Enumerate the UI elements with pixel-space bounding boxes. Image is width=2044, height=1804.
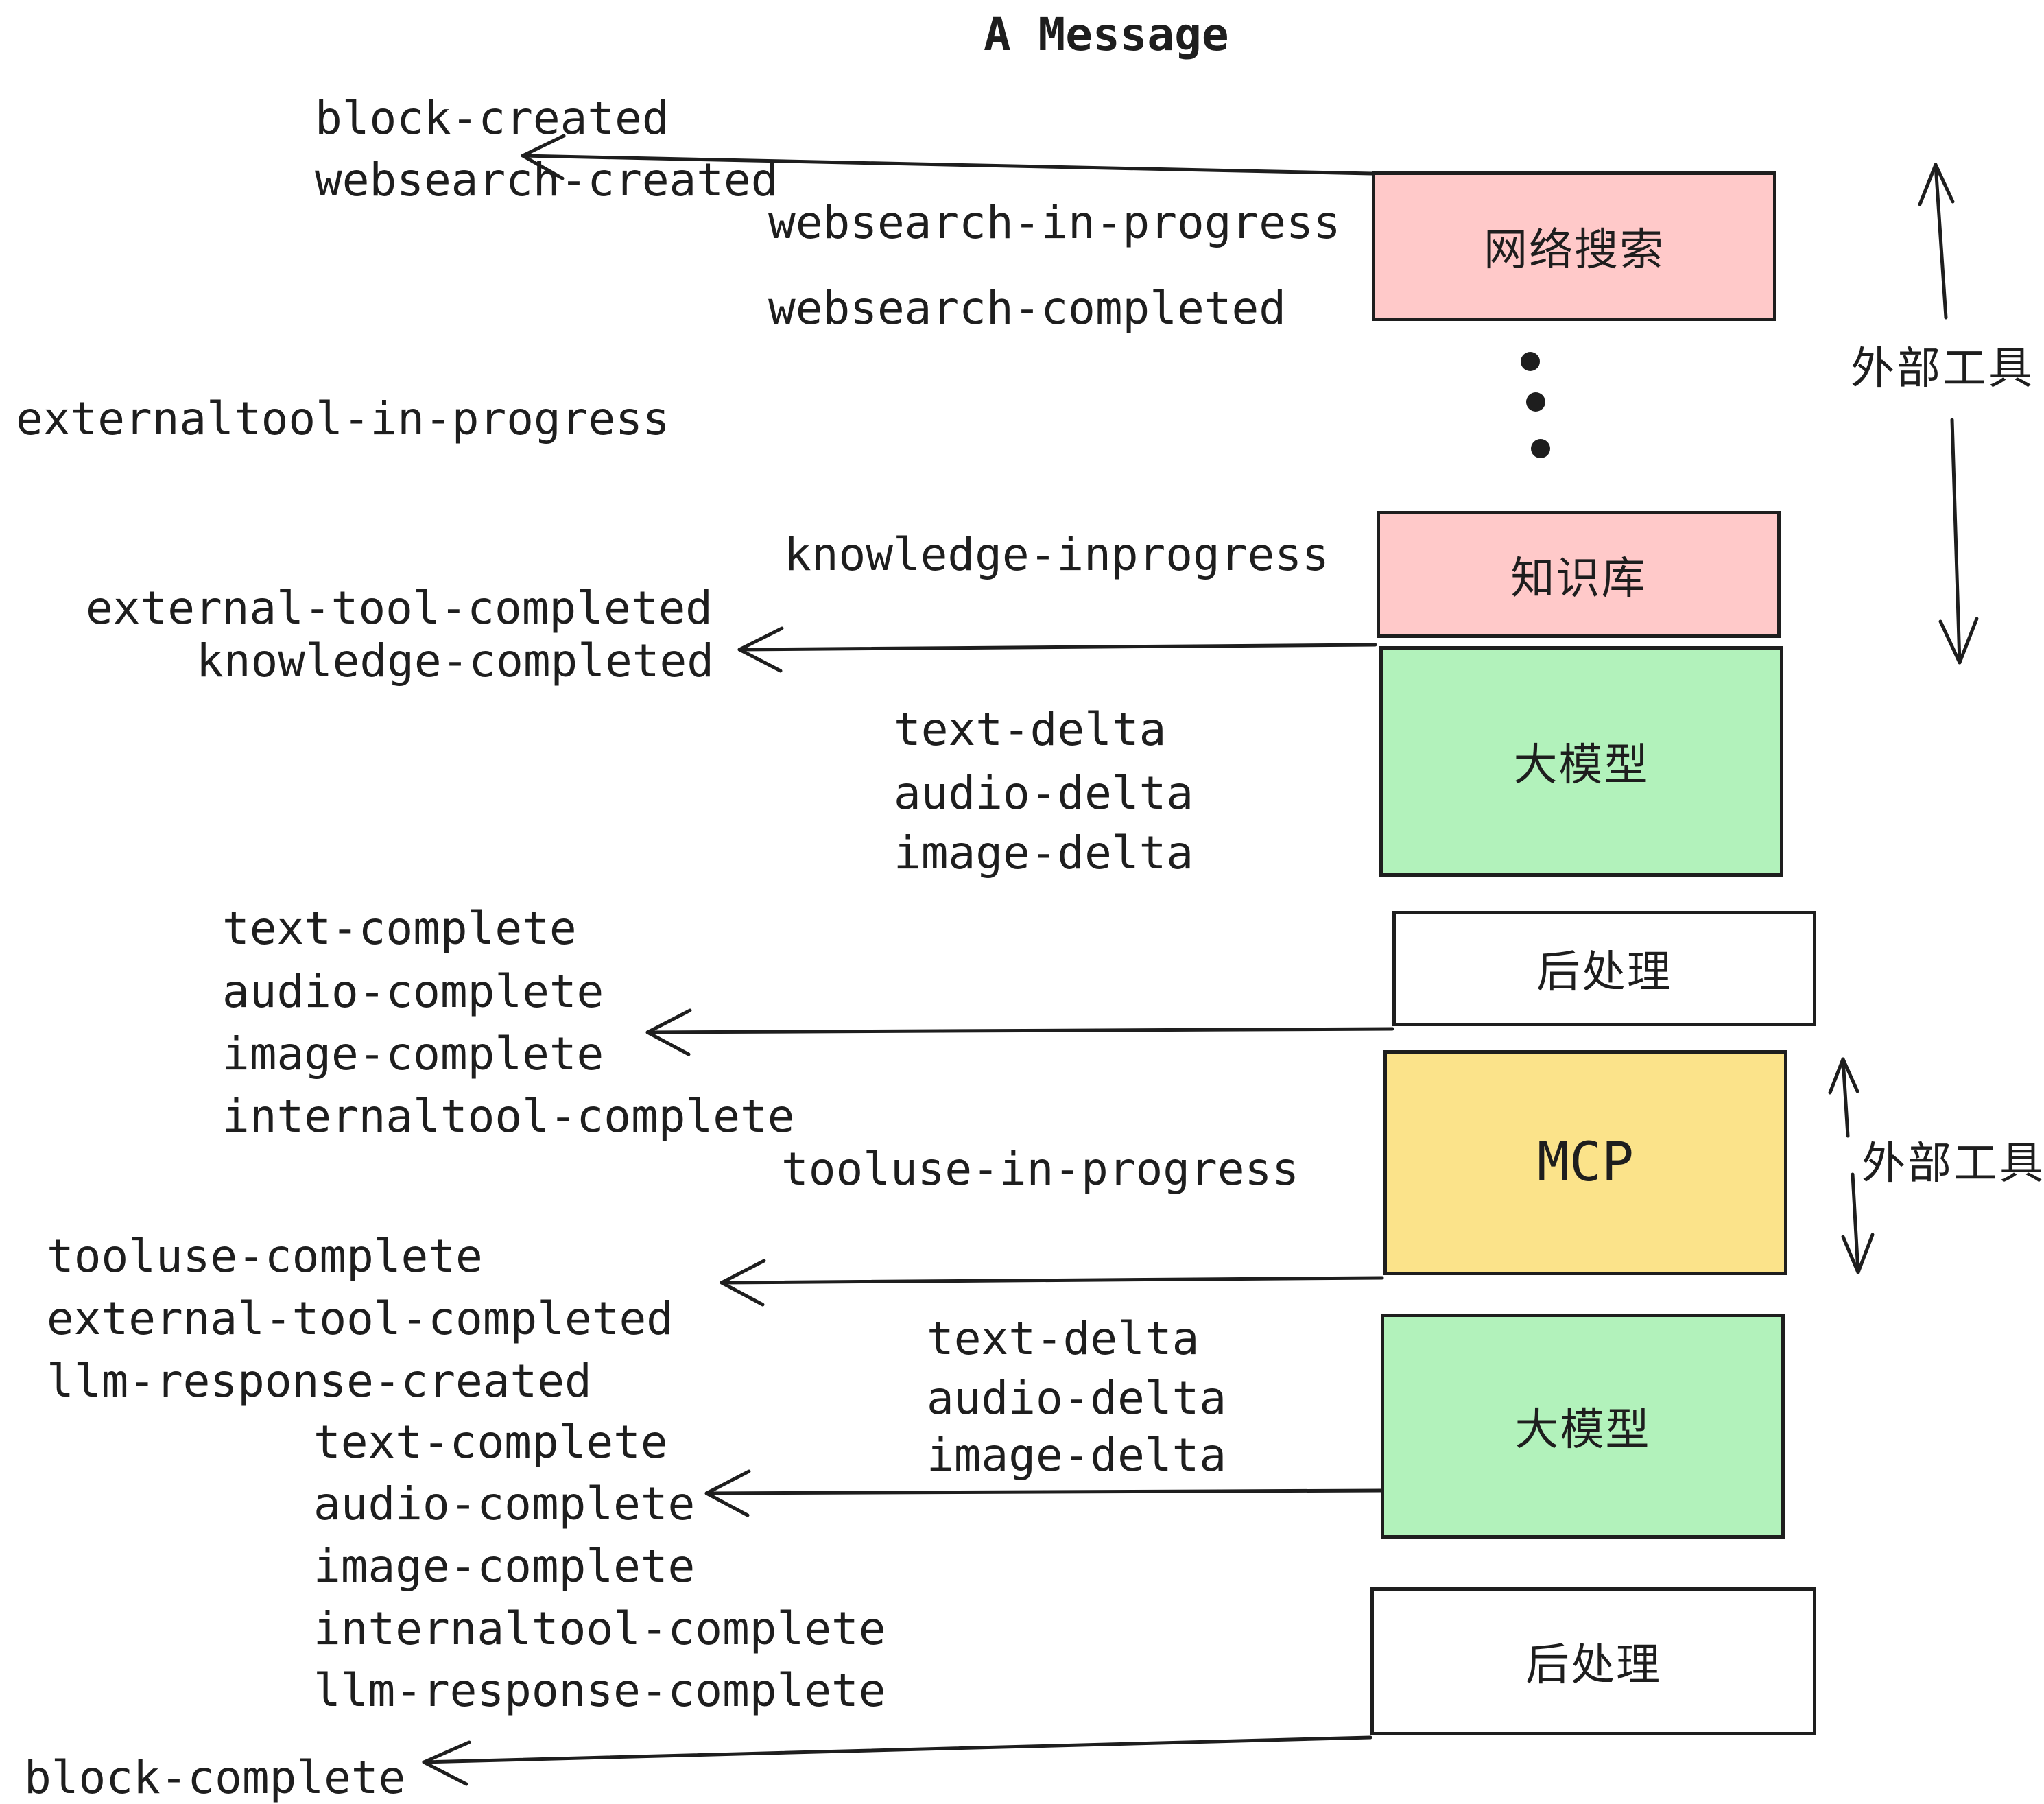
event-llm-response-complete: llm-response-complete <box>313 1664 886 1717</box>
box-llm-2: 大模型 <box>1381 1314 1785 1539</box>
event-tooluse-in-progress: tooluse-in-progress <box>781 1143 1299 1196</box>
arrow-mcp-to-tooluse-complete <box>720 1259 1384 1307</box>
event-text-delta-1: text-delta <box>894 703 1167 756</box>
event-image-delta-1: image-delta <box>894 827 1194 879</box>
diagram-title: A Message <box>984 8 1229 61</box>
event-websearch-completed: websearch-completed <box>768 282 1286 335</box>
box-postprocess-2: 后处理 <box>1370 1587 1816 1735</box>
external-tools-1-down-arrow <box>1938 418 1979 665</box>
event-internaltool-complete-1: internaltool-complete <box>222 1090 795 1143</box>
event-knowledge-inprogress: knowledge-inprogress <box>784 528 1329 581</box>
event-image-complete-2: image-complete <box>313 1540 696 1593</box>
event-image-delta-2: image-delta <box>927 1429 1227 1482</box>
event-block-complete: block-complete <box>24 1751 406 1804</box>
box-mcp: MCP <box>1383 1050 1787 1275</box>
arrow-llm2-to-audio-complete <box>704 1469 1383 1517</box>
arrow-post1-to-image-complete <box>645 1008 1394 1056</box>
box-postprocess-2-label: 后处理 <box>1525 1640 1661 1689</box>
box-websearch: 网络搜索 <box>1372 171 1776 321</box>
external-tools-label-2: 外部工具 <box>1862 1139 2044 1188</box>
event-audio-delta-2: audio-delta <box>927 1372 1227 1425</box>
box-llm-1: 大模型 <box>1379 646 1783 877</box>
event-external-tool-completed-2: external-tool-completed <box>47 1292 674 1345</box>
arrow-post2-to-block-complete <box>422 1735 1372 1786</box>
event-externaltool-in-progress: externaltool-in-progress <box>16 392 670 445</box>
arrow-websearch-to-block-created <box>521 134 1374 180</box>
arrow-knowledge-to-knowledge-completed <box>737 626 1377 673</box>
event-websearch-created: websearch-created <box>315 154 779 206</box>
event-image-complete-1: image-complete <box>222 1028 604 1080</box>
event-audio-delta-1: audio-delta <box>894 767 1194 820</box>
box-postprocess-1-label: 后处理 <box>1536 947 1672 997</box>
box-postprocess-1: 后处理 <box>1392 911 1816 1026</box>
box-llm-2-label: 大模型 <box>1514 1405 1651 1454</box>
external-tools-1-up-arrow <box>1918 163 1955 320</box>
box-llm-1-label: 大模型 <box>1513 740 1650 790</box>
event-audio-complete-2: audio-complete <box>313 1477 696 1530</box>
box-knowledge-base: 知识库 <box>1377 511 1781 638</box>
external-tools-2-up-arrow <box>1828 1057 1859 1138</box>
event-internaltool-complete-2: internaltool-complete <box>313 1602 886 1655</box>
ellipsis-dots-icon <box>1521 352 1550 458</box>
box-websearch-label: 网络搜索 <box>1484 225 1665 274</box>
box-knowledge-base-label: 知识库 <box>1510 553 1647 603</box>
event-text-delta-2: text-delta <box>927 1312 1200 1365</box>
event-text-complete-1: text-complete <box>222 902 577 955</box>
event-tooluse-complete: tooluse-complete <box>47 1230 483 1283</box>
event-external-tool-completed: external-tool-completed <box>86 582 713 634</box>
box-mcp-label: MCP <box>1537 1132 1634 1194</box>
external-tools-2-down-arrow <box>1841 1172 1875 1274</box>
event-knowledge-completed: knowledge-completed <box>196 634 714 687</box>
external-tools-label-1: 外部工具 <box>1851 344 2034 393</box>
event-websearch-in-progress: websearch-in-progress <box>768 196 1341 249</box>
event-llm-response-created: llm-response-created <box>47 1355 592 1408</box>
event-text-complete-2: text-complete <box>313 1416 668 1469</box>
event-audio-complete-1: audio-complete <box>222 965 604 1018</box>
event-block-created: block-created <box>315 92 669 145</box>
